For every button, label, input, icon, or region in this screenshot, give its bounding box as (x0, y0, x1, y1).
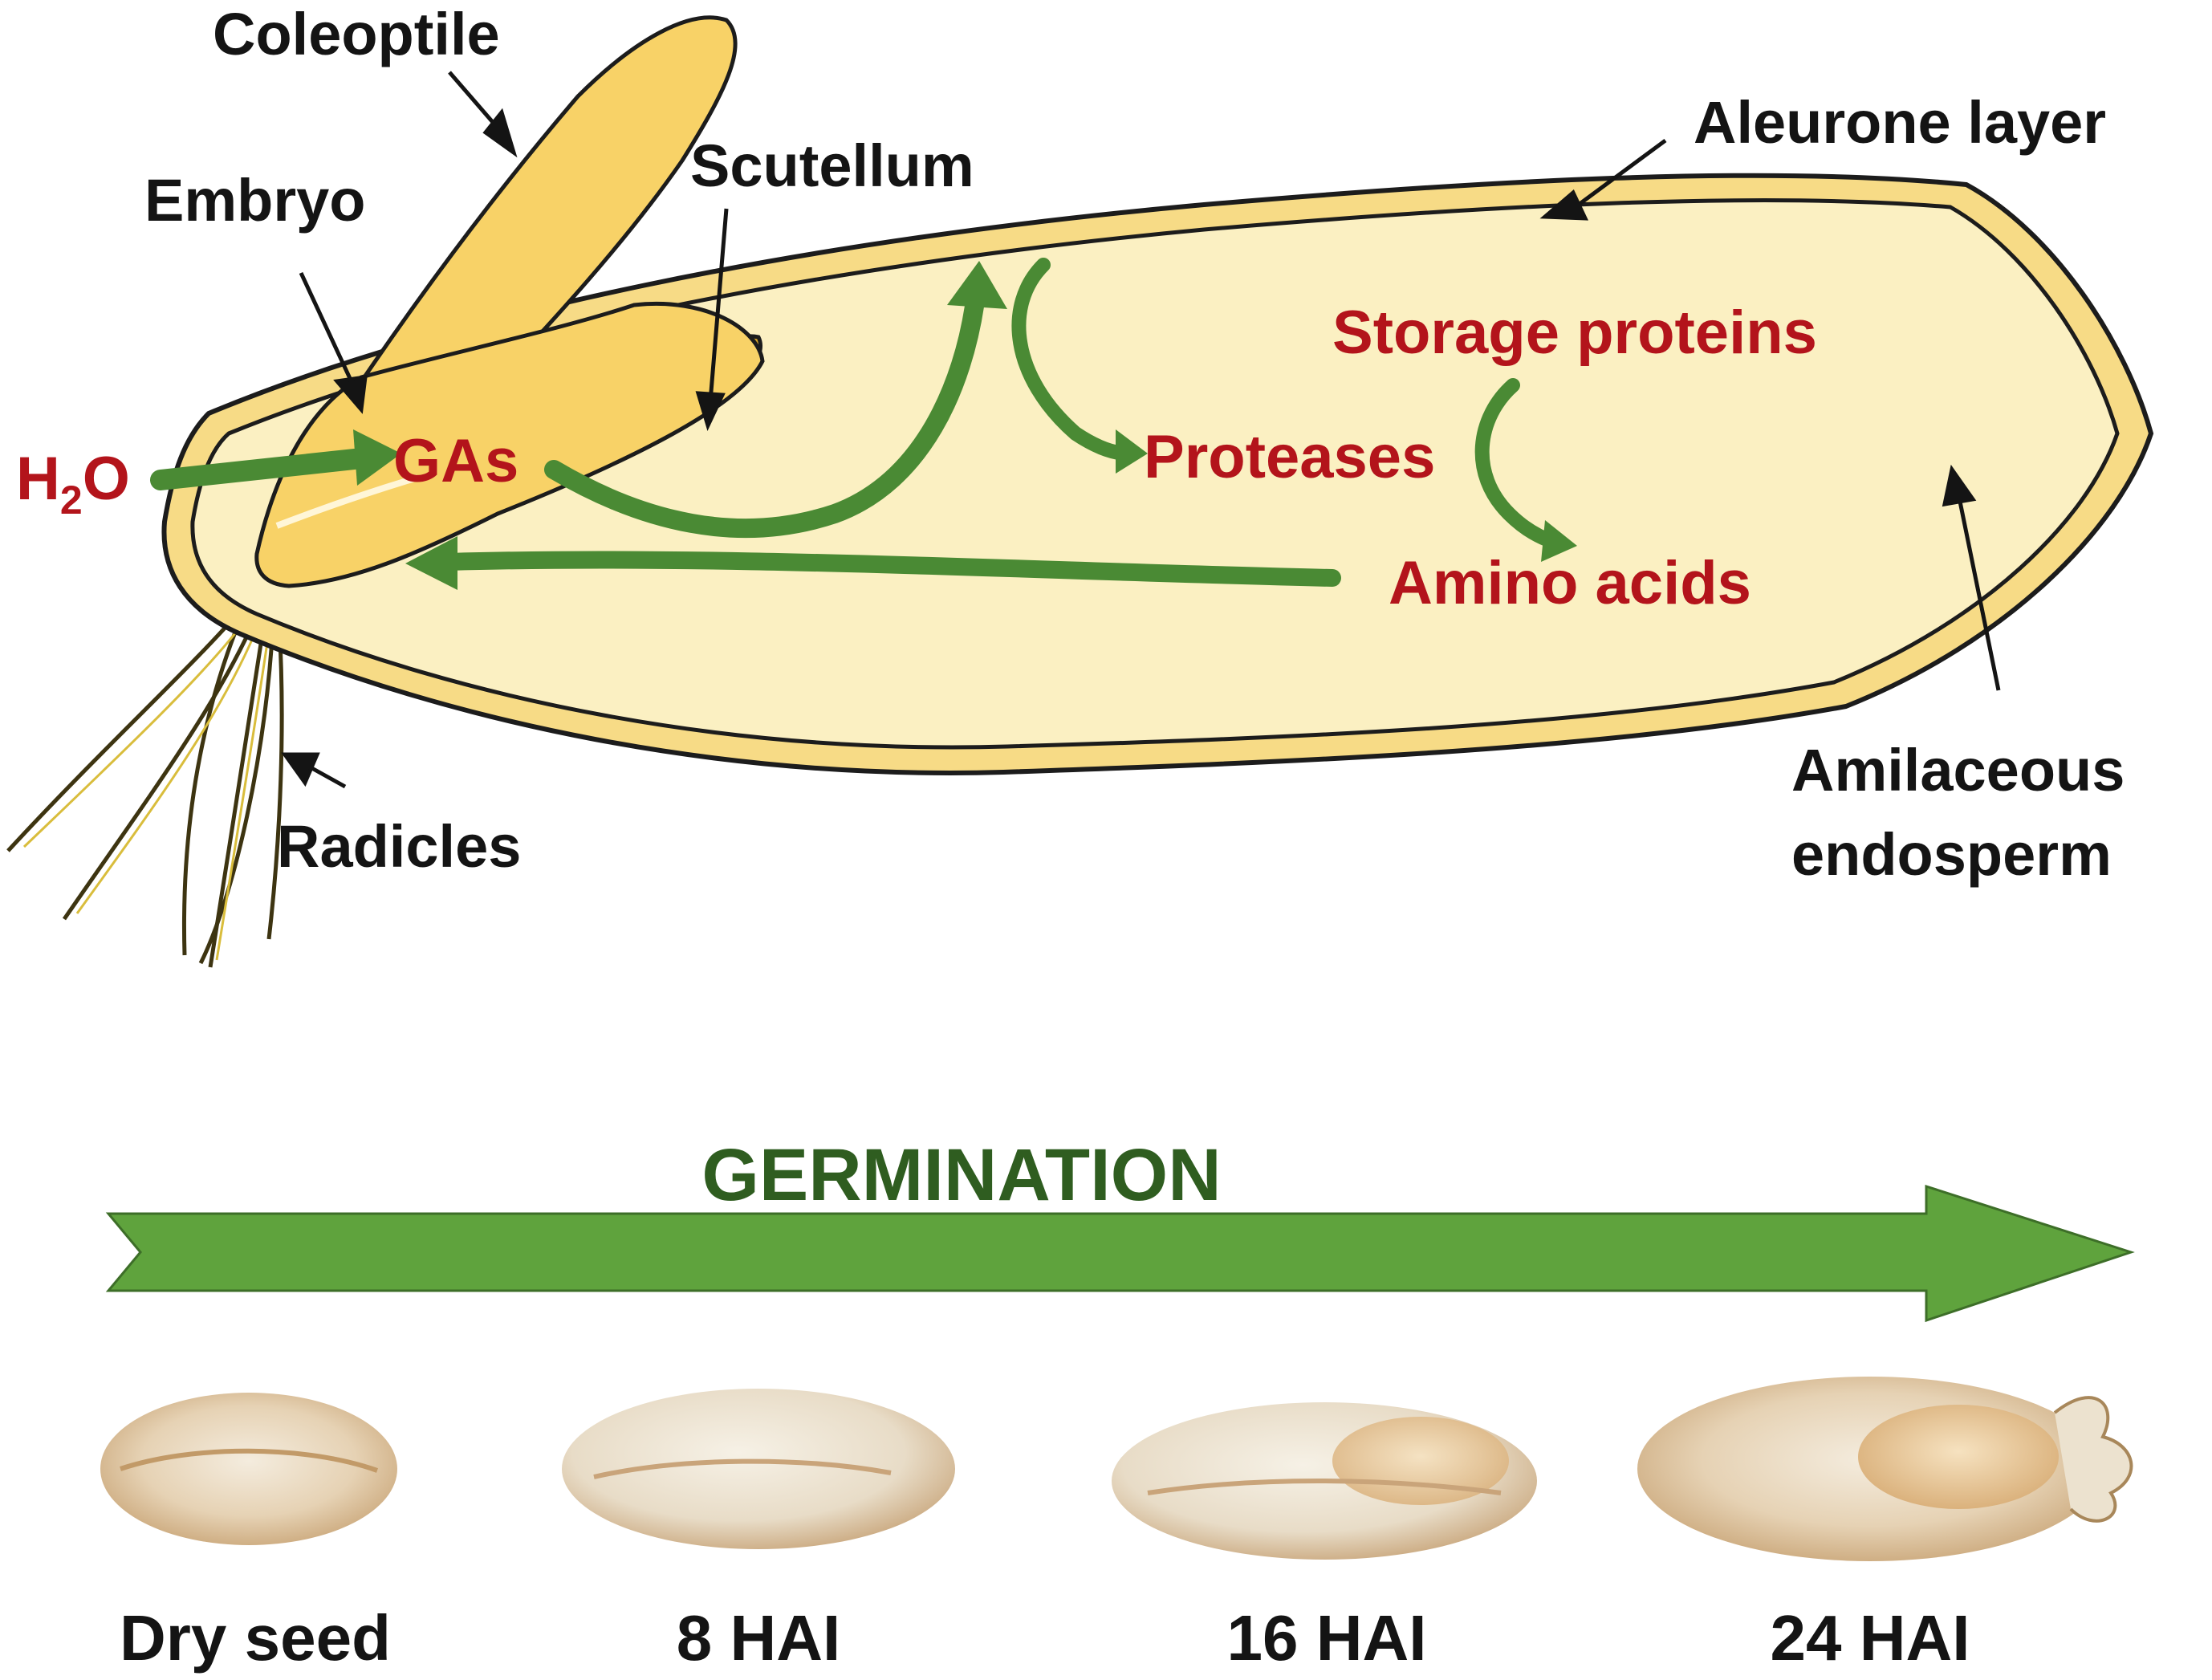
label-scutellum: Scutellum (690, 132, 974, 199)
coleoptile-shape (334, 15, 738, 452)
label-storage-proteins: Storage proteins (1332, 299, 1817, 367)
label-embryo: Embryo (144, 167, 366, 234)
seed-cross-section (6, 15, 2154, 968)
water-to-gas-arrow (150, 447, 380, 490)
seed-photos (100, 1377, 2133, 1561)
germination-title: GERMINATION (701, 1134, 1221, 1216)
label-amilaceous: Amilaceous (1791, 737, 2125, 803)
amino-to-embryo-arrow (441, 551, 1341, 587)
pointer-lines (281, 71, 2001, 789)
stage-label-8-hai: 8 HAI (677, 1602, 841, 1674)
seed-dry (100, 1393, 397, 1545)
stage-label-dry-seed: Dry seed (120, 1602, 391, 1674)
label-coleoptile: Coleoptile (213, 1, 500, 67)
label-gas: GAs (393, 427, 518, 495)
label-endosperm: endosperm (1791, 821, 2112, 888)
aleurone-to-proteases-arrow (1011, 258, 1135, 461)
radicles-illustration (6, 608, 284, 968)
stage-label-16-hai: 16 HAI (1227, 1602, 1427, 1674)
label-amino-acids: Amino acids (1389, 549, 1751, 617)
gas-to-aleurone-arrow (544, 291, 985, 539)
label-water: H2O (16, 445, 130, 523)
germination-arrow (105, 1184, 2135, 1323)
label-proteases: Proteases (1144, 423, 1435, 491)
label-radicles: Radicles (277, 813, 521, 880)
seed-24-hai (1637, 1377, 2133, 1561)
storage-to-amino-arrow (1474, 378, 1560, 549)
stage-label-24-hai: 24 HAI (1771, 1602, 1970, 1674)
seed-16-hai (1112, 1402, 1537, 1560)
seed-8-hai (562, 1389, 955, 1549)
label-aleurone-layer: Aleurone layer (1694, 89, 2106, 156)
pathway-arrows (150, 258, 1577, 590)
